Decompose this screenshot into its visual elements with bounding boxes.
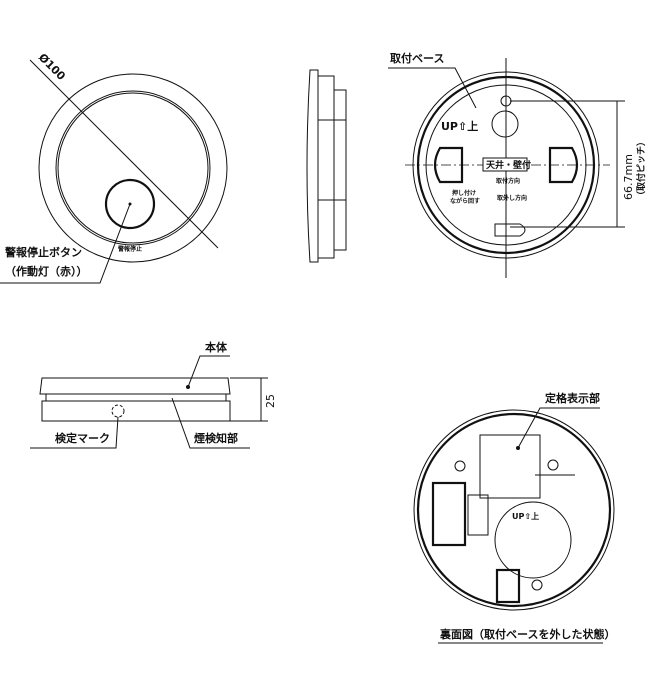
side-cover: [306, 69, 319, 263]
back-rim: [416, 412, 612, 608]
left-slot: [433, 146, 464, 184]
base-title: 取付ベース: [390, 51, 444, 65]
attach-direction-text: 取付方向: [496, 177, 520, 185]
diameter-label: Ø100: [36, 51, 68, 83]
button-text: 警報停止: [117, 245, 142, 253]
side-vent-band: [45, 393, 227, 402]
smoke-sensor-label: 煙検知部: [194, 431, 238, 445]
certification-mark: [111, 404, 125, 418]
base-up-mark: UP⇧上: [441, 119, 478, 133]
rating-label: 定格表示部: [545, 391, 600, 405]
ceiling-wall-label: 天井・壁付: [486, 159, 531, 171]
remove-direction-text: 取外し方向: [497, 194, 527, 202]
base-leader-line: [388, 67, 477, 109]
ceiling-wall-box: [482, 157, 528, 172]
front-view: Ø100 警報停止 警報停止ボタン （作動灯（赤））: [0, 51, 228, 284]
button-leader-line: [0, 203, 131, 284]
back-up-mark: UP⇧上: [512, 511, 539, 521]
mounting-base-view: 天井・壁付 UP⇧上 押し付け ながら回す 取付方向 取外し方向 取付ベース 6…: [388, 51, 647, 278]
side-view-horizontal: 25 本体 検定マーク 煙検知部: [30, 340, 277, 449]
cert-mark-label: 検定マーク: [55, 431, 110, 445]
bottom-connector: [495, 568, 521, 604]
smoke-leader-line: [171, 397, 250, 449]
push-text-2: ながら回す: [450, 197, 480, 205]
push-text-1: 押し付け: [452, 189, 476, 197]
side-body: [317, 75, 335, 259]
button-label-line1: 警報停止ボタン: [4, 245, 82, 259]
body-label: 本体: [205, 340, 228, 354]
cert-leader-line: [30, 416, 119, 449]
screw: [547, 459, 559, 471]
side-bottom-body: [41, 400, 231, 422]
back-view: UP⇧上 定格表示部 裏面図（取付ベースを外した状態）: [413, 391, 615, 644]
front-outer-ring: [38, 73, 228, 263]
front-inner-ring-2: [57, 92, 209, 244]
front-inner-ring: [55, 90, 211, 246]
rating-leader-line: [517, 407, 600, 449]
right-slot: [548, 146, 579, 184]
side-base: [333, 89, 347, 251]
side-top-cover: [39, 377, 231, 395]
body-leader-line: [187, 355, 230, 388]
height-value: 25: [264, 394, 277, 408]
bottom-keyhole: [494, 223, 526, 237]
pitch-value: 66.7mm: [622, 154, 635, 200]
rating-plate: [479, 434, 541, 499]
diameter-line: [29, 59, 219, 249]
screw: [454, 460, 466, 472]
pitch-label: （取付ピッチ）: [635, 137, 647, 200]
alarm-stop-button: [104, 178, 156, 230]
keyhole: [491, 110, 519, 138]
screw: [531, 579, 543, 591]
back-outer-ring: [413, 409, 615, 611]
button-label-line2: （作動灯（赤））: [5, 264, 88, 278]
sensor-chamber: [494, 501, 572, 579]
connector: [467, 494, 489, 536]
battery-compartment: [431, 481, 467, 547]
back-view-caption: 裏面図（取付ベースを外した状態）: [439, 627, 615, 641]
side-view-vertical: [306, 69, 347, 263]
